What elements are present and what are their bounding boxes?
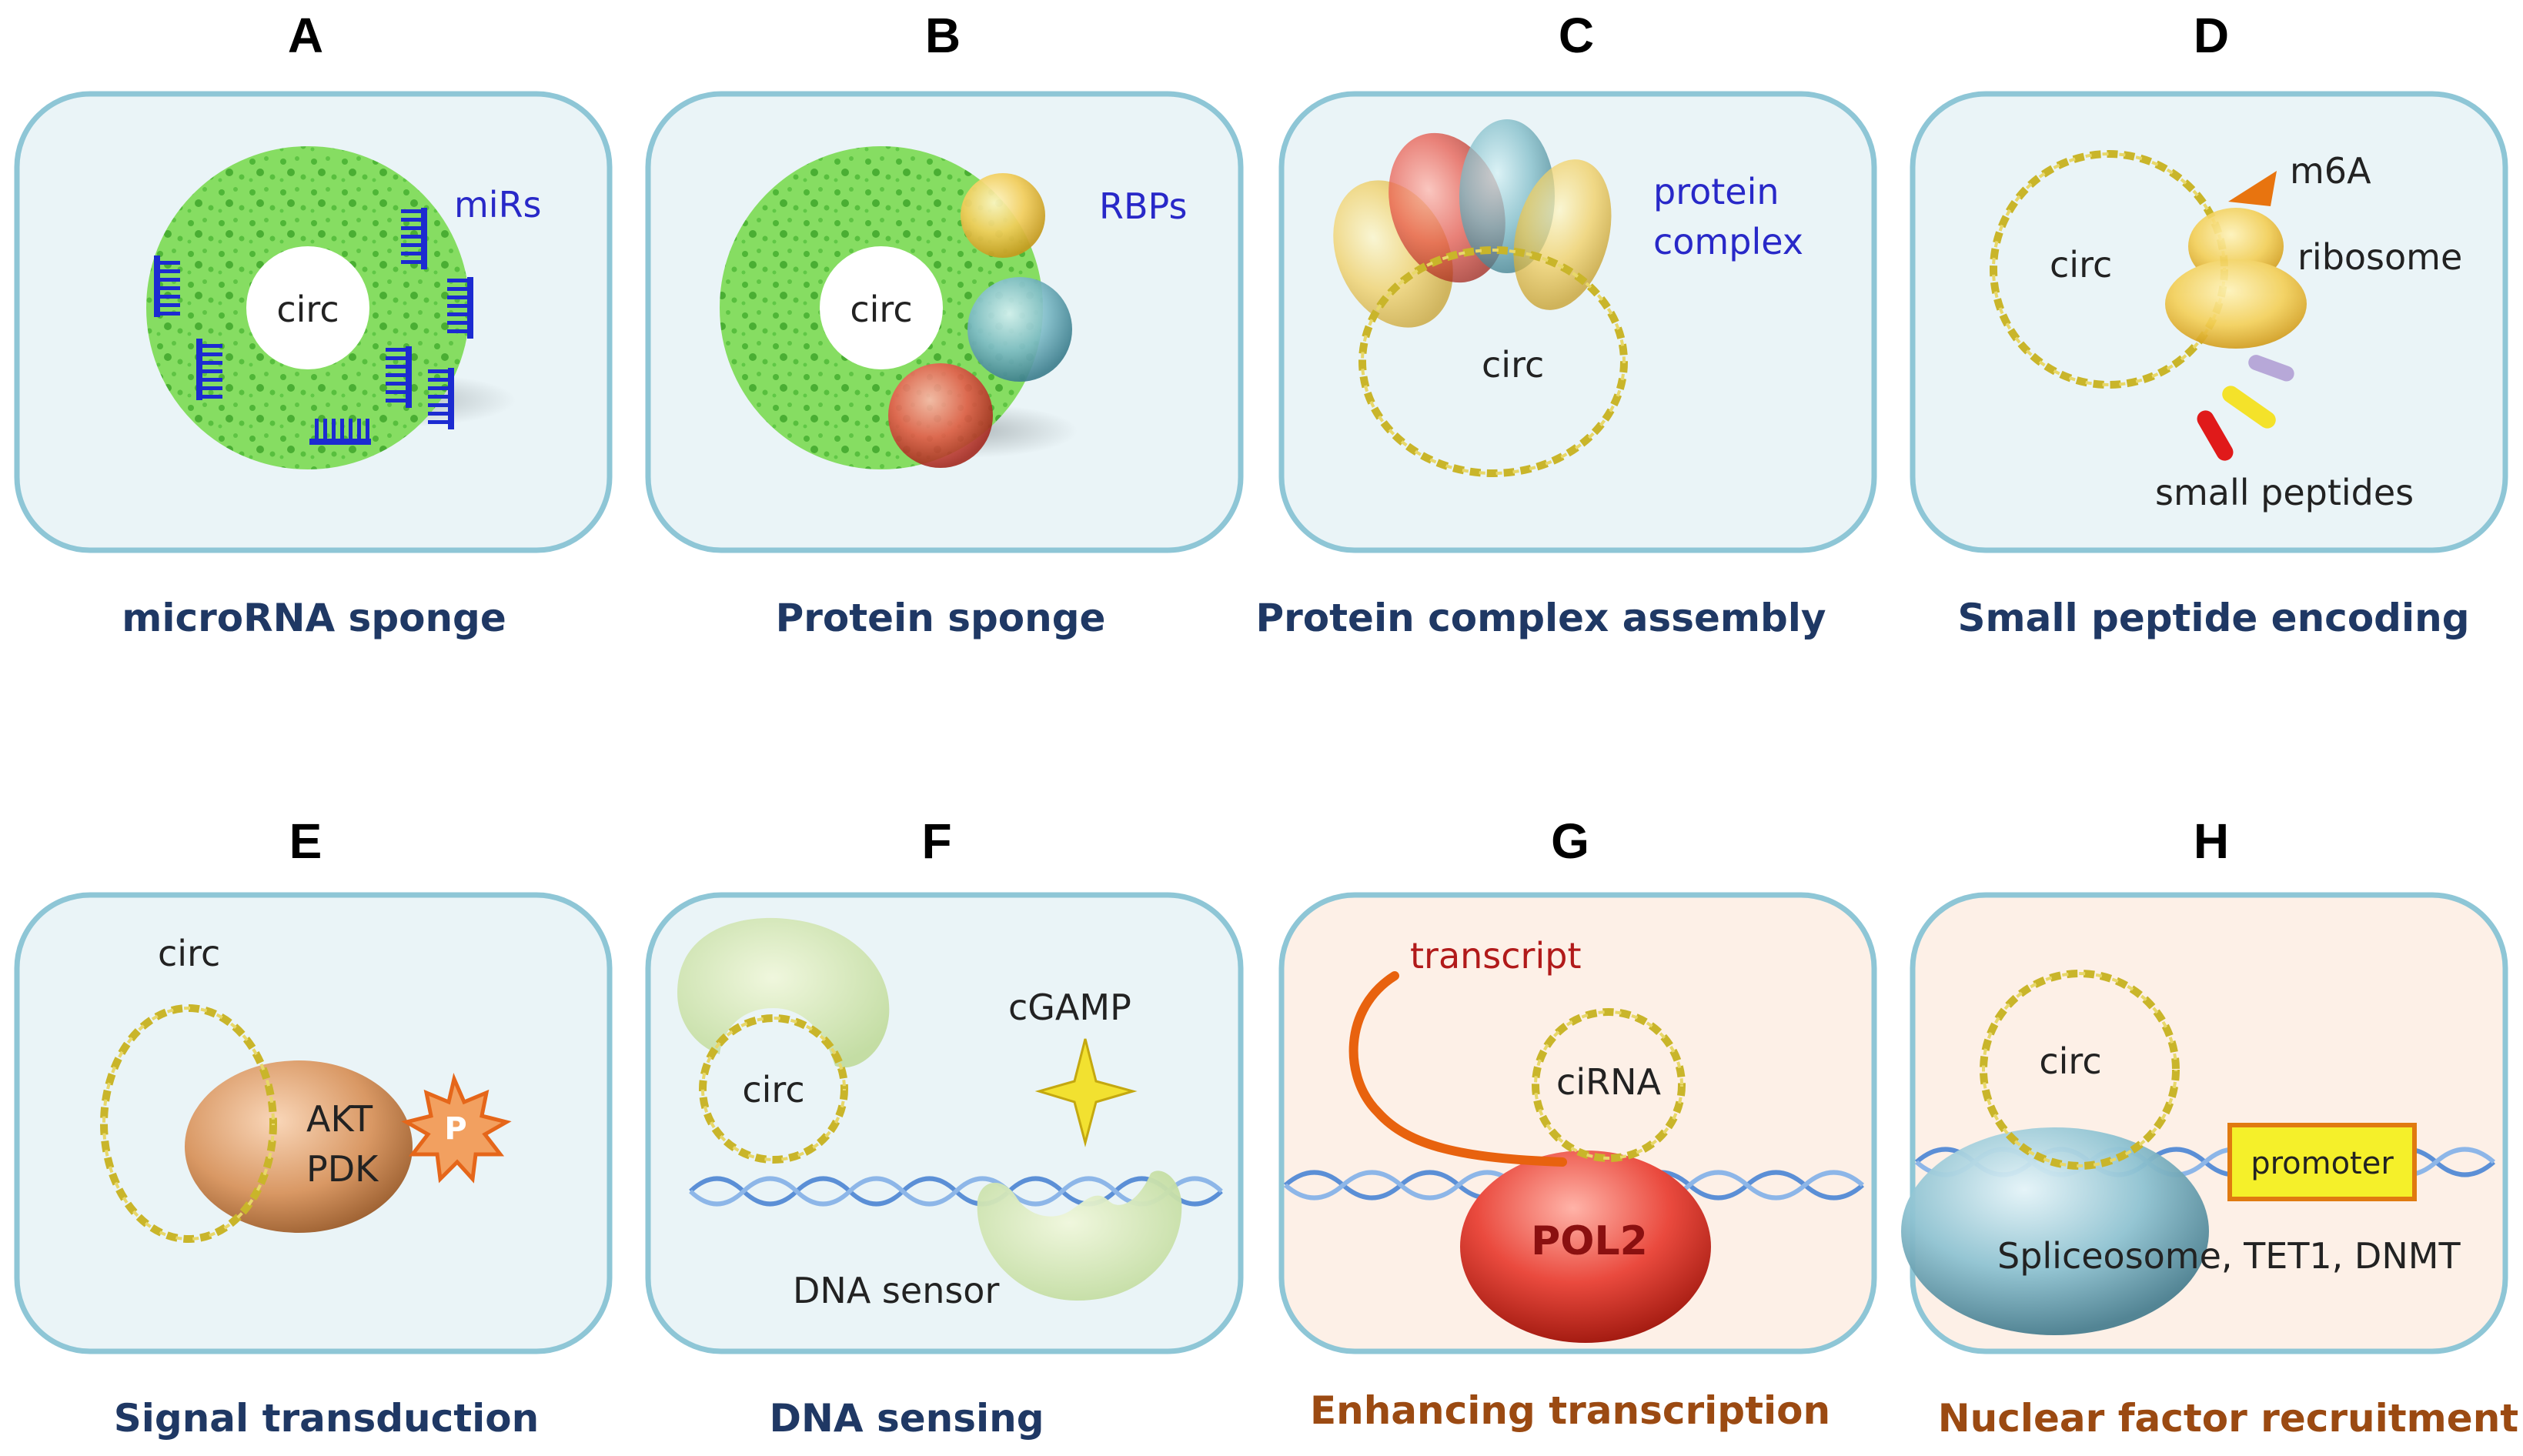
m6a-triangle-icon [2228, 171, 2277, 206]
akt-label: AKT [306, 1098, 373, 1140]
dna-sensor-label: DNA sensor [793, 1270, 999, 1311]
spliceosome-blob-icon [1901, 1127, 2209, 1335]
circ-label-e: circ [158, 933, 220, 974]
panel-letter-d: D [2194, 8, 2229, 63]
panel-e-illustration: circ AKT PDK P [100, 933, 512, 1243]
caption-f: DNA sensing [769, 1396, 1044, 1441]
circ-label-a: circ [276, 289, 339, 330]
panel-g-illustration: POL2 transcript ciRNA [1285, 935, 1863, 1343]
peptides-label: small peptides [2155, 472, 2414, 513]
caption-h: Nuclear factor recruitment [1938, 1396, 2518, 1441]
caption-e: Signal transduction [114, 1396, 540, 1441]
peptide-bar-icon [2222, 386, 2276, 429]
rbp-sphere-icon [961, 173, 1045, 258]
akt-pdk-protein-icon [185, 1060, 413, 1233]
panel-f-illustration: circ cGAMP DNA sensor [677, 917, 1221, 1311]
circ-label-d: circ [2050, 244, 2112, 286]
circ-label-c: circ [1482, 344, 1544, 386]
factors-label: Spliceosome, TET1, DNMT [1997, 1235, 2461, 1277]
promoter-label: promoter [2251, 1146, 2394, 1181]
protein-ellipse-icon [1513, 159, 1612, 310]
dna-sensor-icon [677, 917, 890, 1068]
peptide-bar-icon [2248, 355, 2294, 382]
caption-d: Small peptide encoding [1958, 596, 2470, 640]
panel-letter-h: H [2194, 813, 2229, 869]
rbps-label: RBPs [1099, 185, 1187, 227]
panel-a-illustration: circ miRs [146, 146, 542, 469]
panel-letter-e: E [289, 813, 322, 869]
panel-b-illustration: circ RBPs [720, 146, 1187, 469]
circ-label-f: circ [742, 1069, 804, 1110]
cgamp-star-icon [1034, 1038, 1138, 1147]
caption-g: Enhancing transcription [1310, 1388, 1830, 1433]
promoter-box-icon [2227, 1123, 2417, 1201]
pdk-label: PDK [306, 1148, 379, 1190]
m6a-label: m6A [2290, 150, 2371, 192]
panel-letter-b: B [925, 8, 961, 63]
transcript-label: transcript [1410, 935, 1581, 977]
panel-letter-c: C [1559, 8, 1594, 63]
phospho-label: P [444, 1111, 466, 1147]
mirs-label: miRs [454, 184, 542, 225]
panel-box-g [1278, 892, 1877, 1354]
panel-letter-f: F [921, 813, 951, 869]
caption-b: Protein sponge [776, 596, 1106, 640]
peptide-bar-icon [2197, 410, 2234, 461]
phospho-star-icon [401, 1073, 512, 1184]
cgamp-label: cGAMP [1008, 987, 1131, 1028]
complex-label: complex [1653, 221, 1803, 262]
pol2-blob-icon [1460, 1150, 1711, 1343]
circ-label-h: circ [2039, 1040, 2101, 1082]
panel-d-illustration: circ m6A ribosome small peptides [1990, 150, 2462, 513]
transcript-strand-icon [1348, 971, 1567, 1167]
sponge-ring-icon [146, 146, 470, 469]
protein-label: protein [1653, 171, 1779, 212]
rbp-sphere-icon [888, 363, 993, 468]
pol2-label: POL2 [1531, 1218, 1648, 1264]
dna-sensor-icon [977, 1170, 1182, 1301]
cirna-label: ciRNA [1556, 1061, 1661, 1103]
caption-c: Protein complex assembly [1256, 596, 1826, 640]
rbp-sphere-icon [967, 277, 1072, 382]
panel-c-illustration: circ protein complex [1333, 119, 1803, 477]
panel-h-illustration: circ promoter Spliceosome, TET1, DNMT [1901, 970, 2494, 1335]
panel-letter-a: A [288, 8, 323, 63]
panel-letter-g: G [1551, 813, 1589, 869]
ribosome-label: ribosome [2297, 236, 2462, 278]
caption-a: microRNA sponge [122, 596, 506, 640]
ribosome-icon [2165, 208, 2307, 349]
circ-label-b: circ [850, 289, 912, 330]
